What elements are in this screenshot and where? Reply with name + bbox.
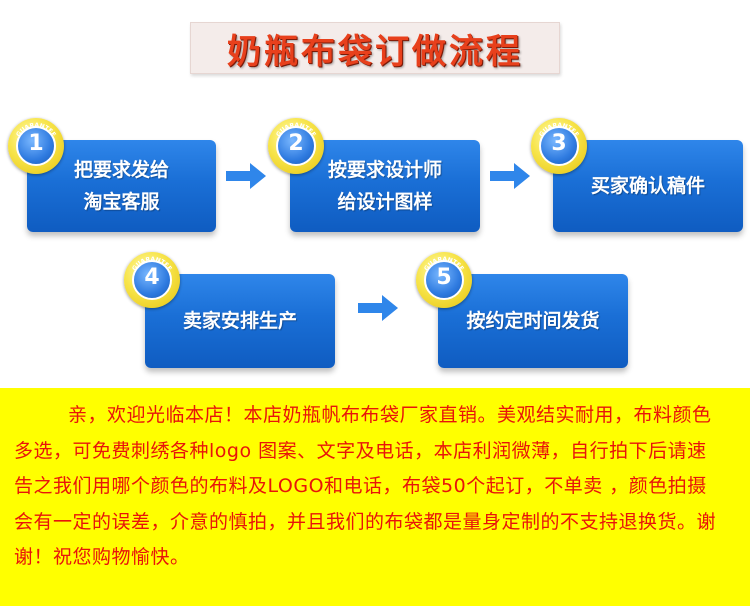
title-banner: 奶瓶布袋订做流程 (190, 22, 560, 74)
step-3-label: 买家确认稿件 (591, 170, 705, 202)
step-5-line1: 按约定时间发货 (466, 310, 600, 332)
svg-text:GUARANTEE: GUARANTEE (423, 256, 465, 272)
svg-text:GUARANTEE: GUARANTEE (15, 122, 57, 138)
notice-panel: 亲，欢迎光临本店！本店奶瓶帆布布袋厂家直销。美观结实耐用，布料颜色多选，可免费刺… (0, 388, 750, 606)
guarantee-badge-2: 2 GUARANTEE (268, 118, 324, 174)
step-2-label: 按要求设计师 给设计图样 (328, 154, 442, 218)
step-4-label: 卖家安排生产 (183, 305, 297, 337)
page-title: 奶瓶布袋订做流程 (227, 31, 523, 72)
arrow-right-icon (358, 295, 398, 321)
step-2-number: 2 (288, 131, 304, 156)
step-1-box: 把要求发给 淘宝客服 (27, 140, 216, 232)
guarantee-badge-3: 3 GUARANTEE (531, 118, 587, 174)
arrow-right-icon (490, 163, 530, 189)
arrow-right-icon (226, 163, 266, 189)
guarantee-arc-text: GUARANTEE (423, 256, 465, 272)
guarantee-arc-text: GUARANTEE (15, 122, 57, 138)
step-2-box: 按要求设计师 给设计图样 (290, 140, 480, 232)
step-4-box: 卖家安排生产 (145, 274, 335, 368)
step-4-line1: 卖家安排生产 (182, 310, 297, 332)
step-1-line1: 把要求发给 (73, 159, 169, 181)
step-2-line1: 按要求设计师 (327, 159, 442, 181)
svg-text:GUARANTEE: GUARANTEE (275, 122, 317, 138)
step-1-line2: 淘宝客服 (83, 191, 160, 213)
step-1-number: 1 (28, 131, 44, 156)
svg-text:GUARANTEE: GUARANTEE (538, 122, 580, 138)
guarantee-badge-4: 4 GUARANTEE (124, 252, 180, 308)
step-3-line1: 买家确认稿件 (590, 175, 705, 197)
step-5-number: 5 (436, 265, 452, 290)
step-4-number: 4 (144, 265, 160, 290)
guarantee-badge-5: 5 GUARANTEE (416, 252, 472, 308)
step-3-number: 3 (551, 131, 567, 156)
step-5-label: 按约定时间发货 (466, 305, 599, 337)
svg-text:GUARANTEE: GUARANTEE (131, 256, 173, 272)
step-1-label: 把要求发给 淘宝客服 (74, 154, 169, 218)
notice-text: 亲，欢迎光临本店！本店奶瓶帆布布袋厂家直销。美观结实耐用，布料颜色多选，可免费刺… (14, 404, 717, 568)
guarantee-arc-text: GUARANTEE (538, 122, 580, 138)
guarantee-arc-text: GUARANTEE (131, 256, 173, 272)
guarantee-arc-text: GUARANTEE (275, 122, 317, 138)
guarantee-badge-1: 1 GUARANTEE (8, 118, 64, 174)
step-2-line2: 给设计图样 (337, 191, 433, 213)
